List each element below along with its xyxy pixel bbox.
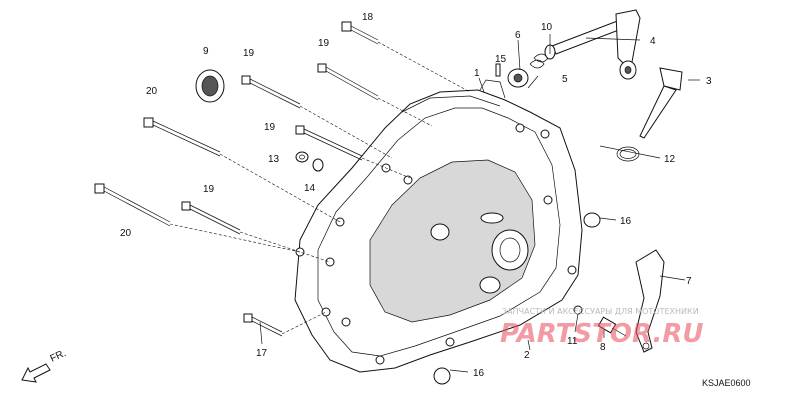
callout-19-lower: 19 <box>203 184 215 195</box>
callout-17: 17 <box>256 348 268 359</box>
bracket <box>635 249 665 353</box>
front-direction-marker: FR. <box>21 348 68 383</box>
callout-19-top-left: 19 <box>243 48 255 59</box>
watermark-text: ЗАПЧАСТИ И АКСЕССУАРЫ ДЛЯ МОТОТЕХНИКИ <box>502 307 699 316</box>
callout-9: 9 <box>203 46 209 57</box>
callout-19-top-right: 19 <box>318 38 330 49</box>
callouts: 1 2 3 4 5 6 7 8 9 10 11 12 13 14 15 16 1… <box>120 12 712 379</box>
bolt-17 <box>243 311 327 337</box>
diagram-code: KSJAE0600 <box>702 378 751 388</box>
pin-15 <box>495 63 501 77</box>
dowel-pin-bottom <box>433 367 451 385</box>
callout-12: 12 <box>664 154 676 165</box>
bolt-18 <box>341 21 471 93</box>
callout-1: 1 <box>474 68 480 79</box>
leader-lines <box>259 34 700 373</box>
callout-15: 15 <box>495 54 507 65</box>
o-ring <box>616 146 640 162</box>
callout-20-upper: 20 <box>146 86 158 97</box>
bolt-20-upper <box>143 117 341 223</box>
callout-4: 4 <box>650 36 656 47</box>
crankcase-cover <box>294 79 583 373</box>
callout-11: 11 <box>567 336 578 347</box>
callout-14: 14 <box>304 183 316 194</box>
nut-14 <box>312 158 324 172</box>
callout-7: 7 <box>686 276 692 287</box>
bolt-19-middle <box>295 125 411 179</box>
callout-2: 2 <box>524 350 530 361</box>
dowel-pin-right <box>583 212 601 228</box>
bolt-8 <box>597 316 627 337</box>
callout-18: 18 <box>362 12 374 23</box>
spring <box>527 53 549 89</box>
bolt-19-top-right <box>317 63 433 127</box>
oil-seal <box>195 69 225 103</box>
callout-13: 13 <box>268 154 280 165</box>
bolt-19-top-left <box>241 75 393 159</box>
callout-19-middle: 19 <box>264 122 276 133</box>
watermark-logo: PARTSTOR.RU <box>500 319 703 349</box>
callout-6: 6 <box>515 30 521 41</box>
washer-13 <box>295 151 309 163</box>
callout-16-right: 16 <box>620 216 632 227</box>
callout-5: 5 <box>562 74 568 85</box>
callout-3: 3 <box>706 76 712 87</box>
front-label: FR. <box>49 348 68 365</box>
callout-8: 8 <box>600 342 606 353</box>
bolt-19-lower <box>181 201 331 263</box>
bushing-6 <box>507 68 529 88</box>
shaft-arm <box>551 9 641 80</box>
callout-10: 10 <box>541 22 553 33</box>
bolt-20-lower <box>94 183 301 253</box>
oil-level-gauge <box>639 67 683 139</box>
callout-16-bottom: 16 <box>473 368 485 379</box>
callout-20-lower: 20 <box>120 228 132 239</box>
